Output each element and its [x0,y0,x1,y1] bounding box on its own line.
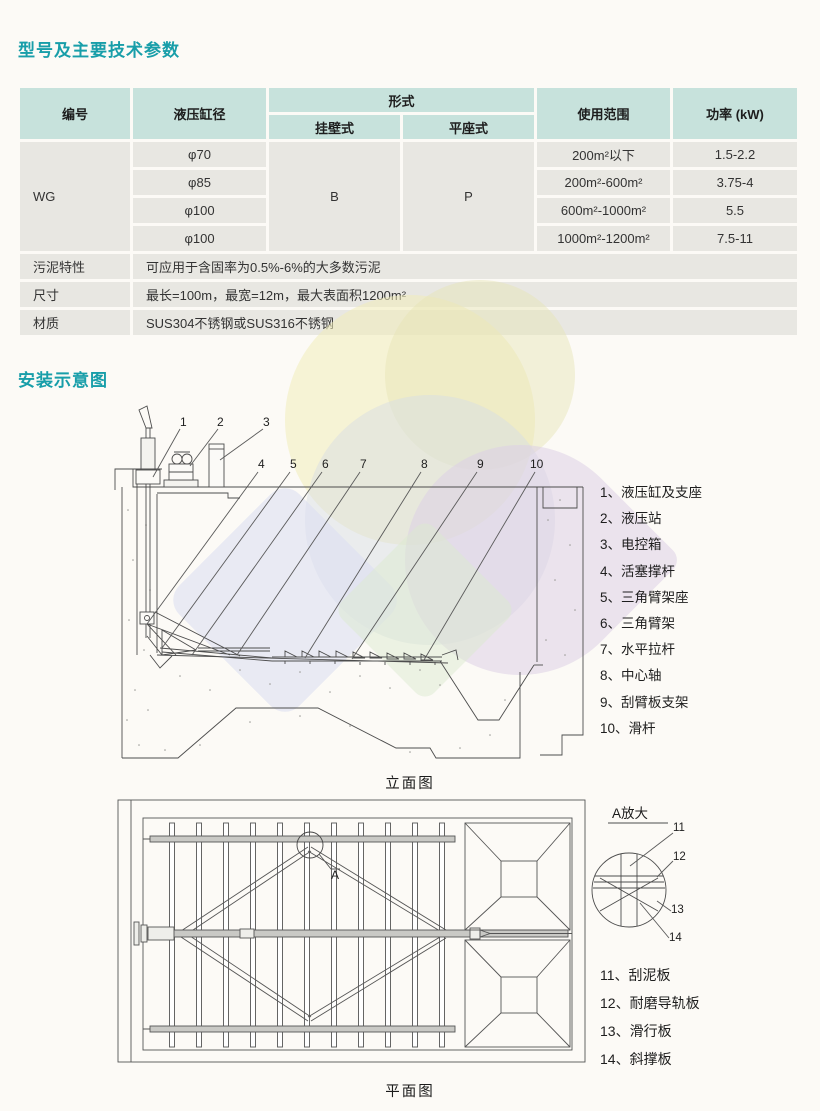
callout-6: 6 [322,457,329,471]
plan-legend: 11、刮泥板 12、耐磨导轨板 13、滑行板 14、斜撑板 [600,961,700,1073]
legend-item: 12、耐磨导轨板 [600,995,700,1011]
info-value: 可应用于含固率为0.5%-6%的大多数污泥 [133,254,797,279]
power-cell: 7.5-11 [673,226,797,251]
diameter-cell: φ70 [133,142,266,167]
range-cell: 200m²以下 [537,142,670,167]
hydraulic-station [163,451,199,488]
info-label: 材质 [20,310,130,335]
callout-8: 8 [421,457,428,471]
callout-14: 14 [669,932,682,944]
info-label: 尺寸 [20,282,130,307]
callout-1: 1 [180,415,187,429]
callout-numbers: 1 2 3 4 5 6 7 8 9 10 [180,415,544,471]
diameter-cell: φ100 [133,226,266,251]
callout-12: 12 [673,851,686,863]
center-shaft [133,921,572,946]
concrete-stipple [126,499,576,753]
section-title-installation: 安装示意图 [18,371,108,390]
detail-marker-label: A [331,868,339,882]
col-header-form: 形式 [269,88,534,112]
legend-item: 8、中心轴 [600,668,662,684]
legend-item: 10、滑杆 [600,720,656,736]
legend-item: 14、斜撑板 [600,1051,672,1067]
legend-item: 1、液压缸及支座 [600,485,703,500]
control-box [208,443,225,488]
diameter-cell: φ85 [133,170,266,195]
legend-item: 4、活塞撑杆 [600,563,676,579]
elevation-caption: 立面图 [385,776,435,792]
spec-table: 编号 液压缸径 形式 挂壁式 平座式 使用范围 功率 (kW) WG φ70 φ… [20,88,800,335]
info-label: 污泥特性 [20,254,130,279]
hydraulic-cylinder [133,405,162,638]
plan-caption: 平面图 [385,1084,435,1100]
legend-item: 9、刮臂板支架 [600,694,689,710]
detail-marker [296,831,340,870]
diameter-cell: φ100 [133,198,266,223]
wall-code-cell: B [269,142,400,251]
callout-7: 7 [360,457,367,471]
section-title-specs: 型号及主要技术参数 [18,41,180,60]
callout-5: 5 [290,457,297,471]
callout-4: 4 [258,457,265,471]
seat-code-cell: P [403,142,534,251]
callout-13: 13 [671,904,684,916]
legend-item: 7、水平拉杆 [600,642,676,658]
legend-item: 13、滑行板 [600,1023,672,1039]
legend-item: 6、三角臂架 [600,616,676,632]
tank-outline [114,468,584,759]
callout-3: 3 [263,415,270,429]
elevation-legend: 1、液压缸及支座 2、液压站 3、电控箱 4、活塞撑杆 5、三角臂架座 6、三角… [600,480,702,742]
elevation-drawing: 1 2 3 4 5 6 7 8 9 10 [114,405,584,759]
plan-drawing: A [117,799,586,1063]
scraper-bar [159,647,459,665]
col-header-range: 使用范围 [537,88,670,139]
legend-item: 2、液压站 [600,511,662,527]
detail-circle [591,852,667,928]
range-cell: 200m²-600m² [537,170,670,195]
callout-9: 9 [477,457,484,471]
callout-leaders [146,428,536,661]
callout-2: 2 [217,415,224,429]
detail-numbers: 11 12 13 14 [669,822,686,944]
callout-11: 11 [673,822,685,834]
legend-item: 3、电控箱 [600,537,662,553]
col-header-power: 功率 (kW) [673,88,797,139]
detail-a-drawing: A放大 11 12 13 14 [591,806,686,944]
callout-10: 10 [530,457,544,471]
col-header-seat-type: 平座式 [403,115,534,139]
col-header-diameter: 液压缸径 [133,88,266,139]
legend-item: 11、刮泥板 [600,967,671,983]
power-cell: 5.5 [673,198,797,223]
detail-title: A放大 [612,806,648,821]
power-cell: 1.5-2.2 [673,142,797,167]
detail-leaders [629,832,674,939]
power-cell: 3.75-4 [673,170,797,195]
range-cell: 600m²-1000m² [537,198,670,223]
range-cell: 1000m²-1200m² [537,226,670,251]
guide-rails [143,835,456,1033]
scraper-truss [139,611,270,669]
col-header-wall-type: 挂壁式 [269,115,400,139]
sludge-hoppers [464,822,571,1048]
diagonal-arms [180,846,447,1022]
model-cell: WG [20,142,130,251]
legend-item: 5、三角臂架座 [600,589,689,605]
info-value: 最长=100m，最宽=12m，最大表面积1200m² [133,282,797,307]
col-header-number: 编号 [20,88,130,139]
